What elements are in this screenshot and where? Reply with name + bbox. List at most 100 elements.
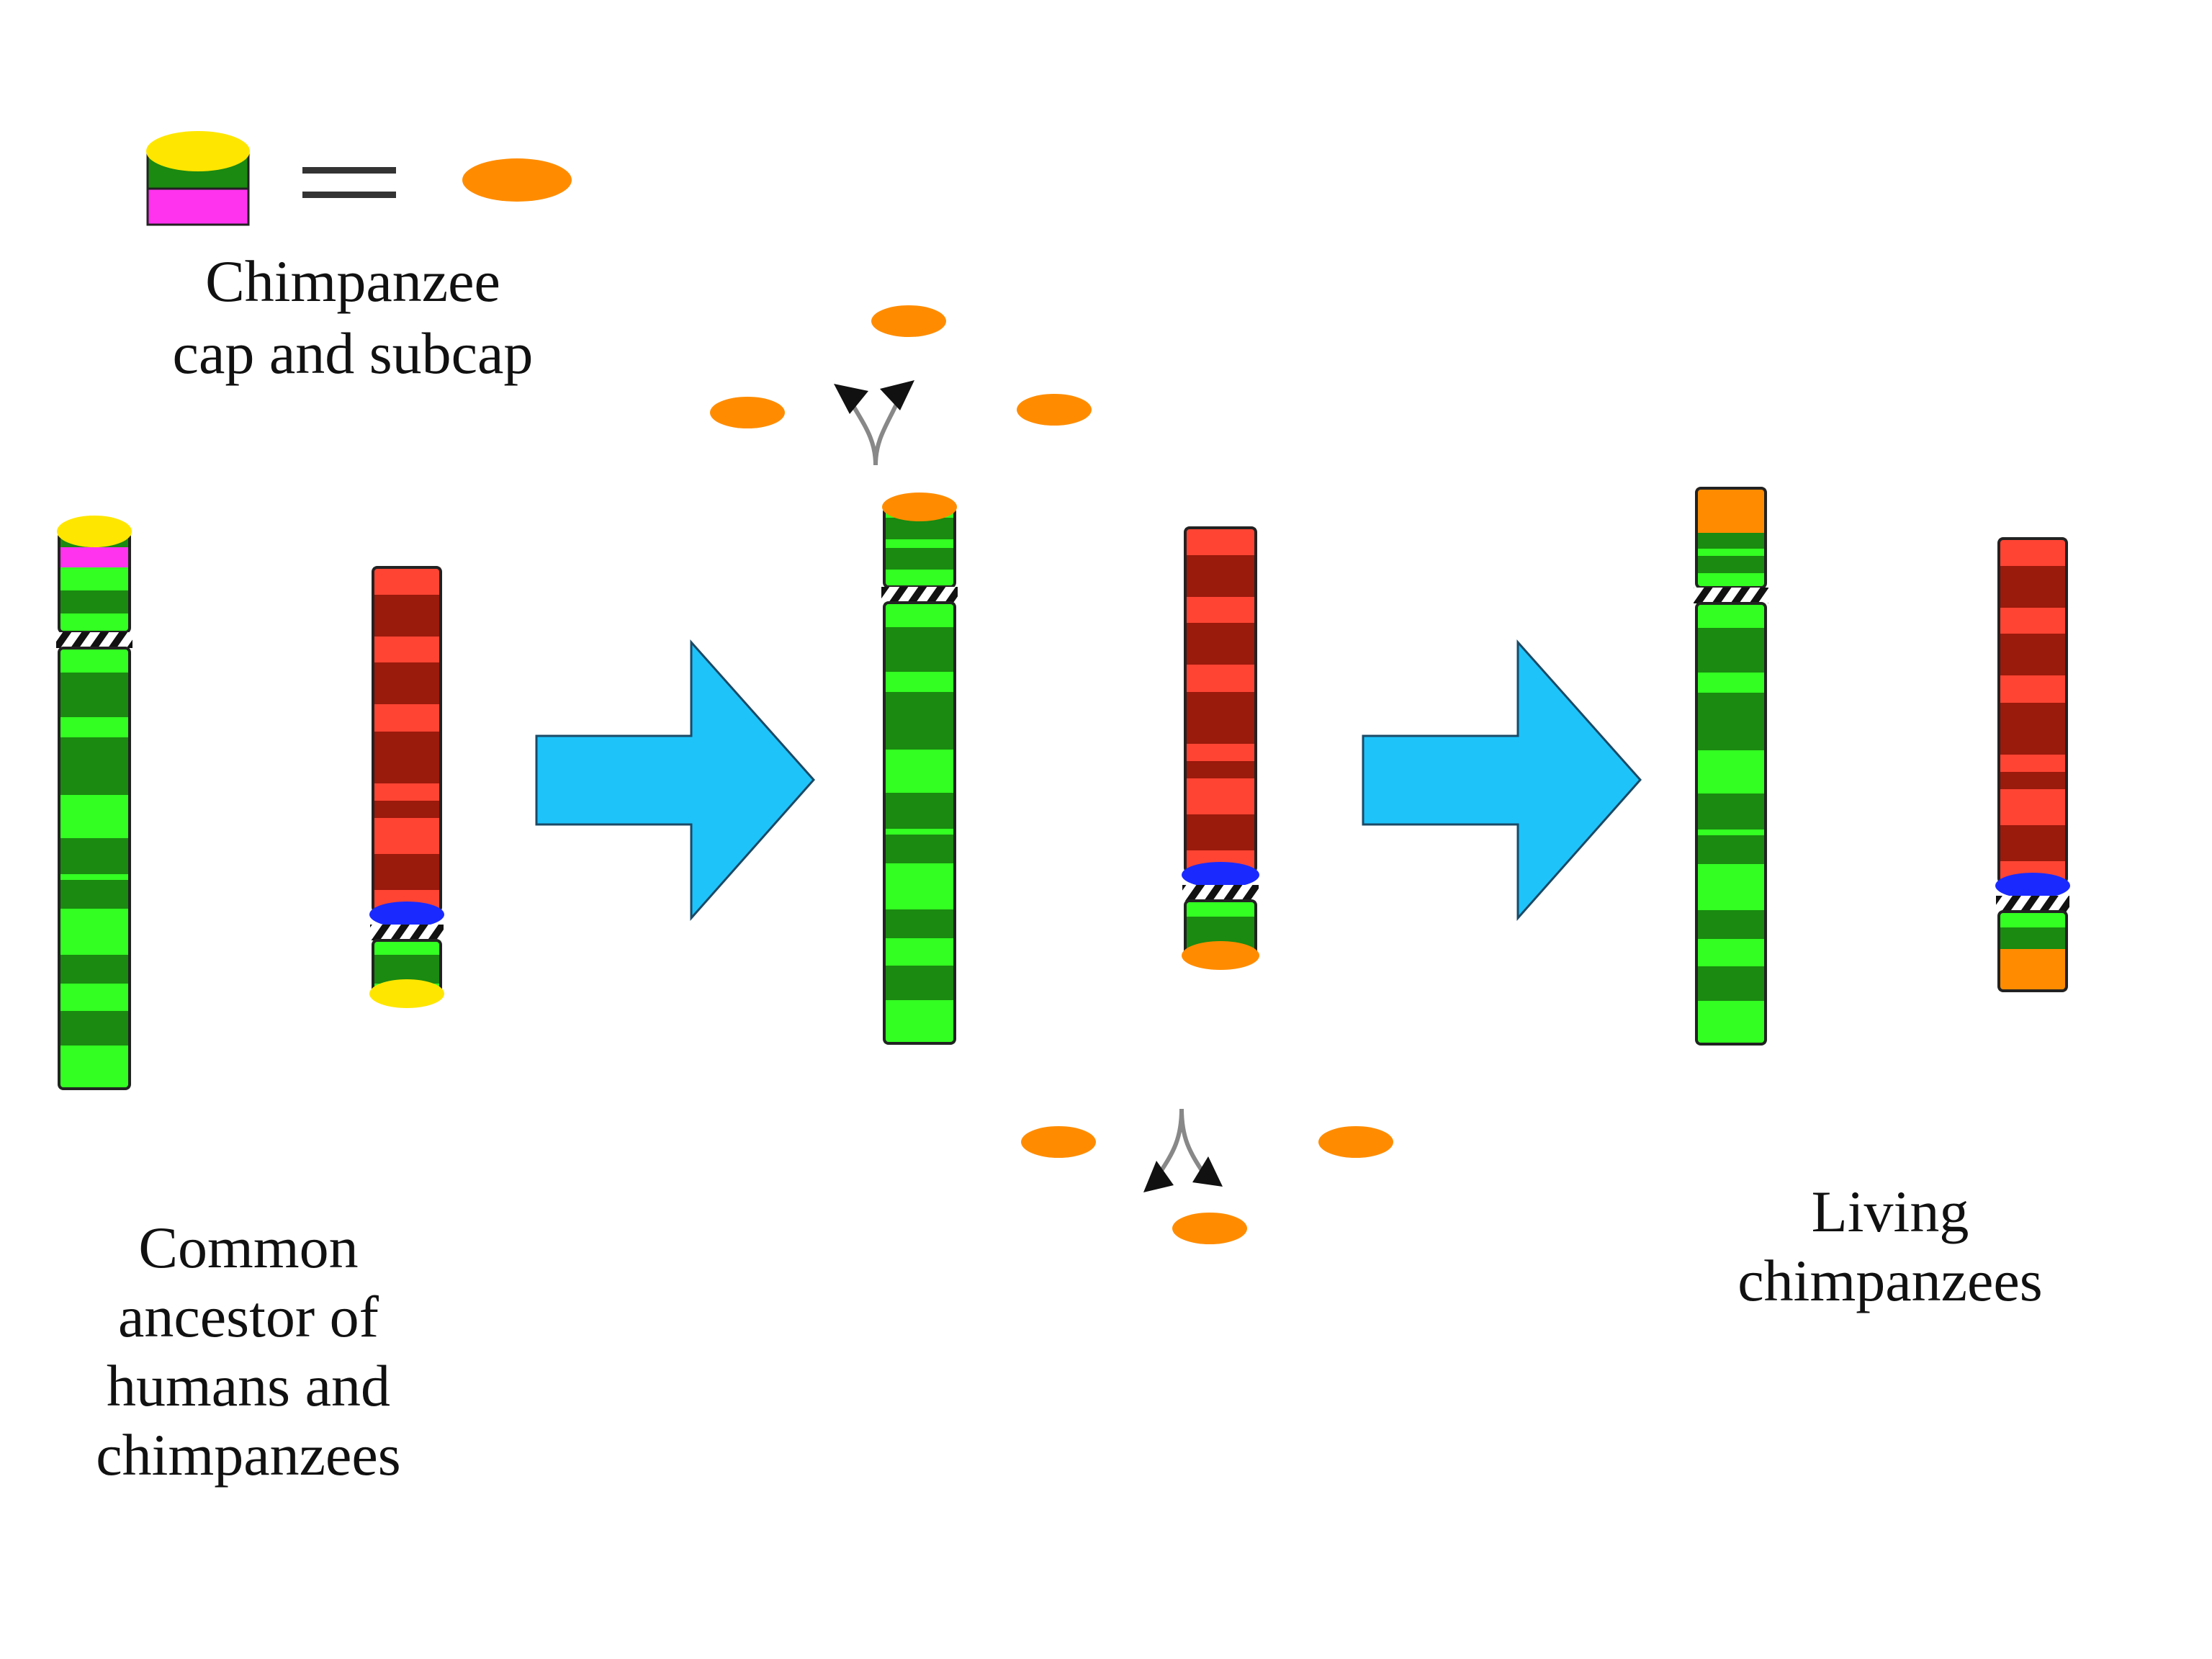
living-label: Living chimpanzees <box>1737 1179 2042 1313</box>
chromosome-band <box>1696 793 1766 830</box>
orange-cap-icon <box>1172 1213 1247 1244</box>
yellow-cap-icon <box>57 516 132 547</box>
chromosome-band <box>1185 692 1256 744</box>
chromosome-band <box>1696 939 1766 966</box>
chromosome-band <box>1185 901 1256 917</box>
chromosome-band <box>59 673 130 717</box>
chromosome-band <box>59 880 130 909</box>
chromosome-band <box>1185 528 1256 555</box>
chromosome-band <box>1999 927 2067 949</box>
short-arm <box>1997 910 2068 992</box>
chromosome-band <box>1696 549 1766 556</box>
ancestor-label-line: ancestor of <box>118 1284 379 1349</box>
legend-label-line-2: cap and subcap <box>173 320 534 386</box>
chromosome-band <box>1696 835 1766 864</box>
living-label-line: chimpanzees <box>1737 1248 2042 1313</box>
chromosome-band <box>59 1011 130 1046</box>
chromosome-band <box>373 704 441 732</box>
chromosome-band <box>884 909 955 938</box>
chromosome-band <box>884 829 955 835</box>
chromosome-band <box>59 547 130 567</box>
chromosome-band <box>884 672 955 692</box>
legend-label-line-1: Chimpanzee <box>205 248 500 314</box>
centromere-icon <box>1694 588 1768 603</box>
blue-centromere-icon <box>369 902 444 927</box>
chromosome-band <box>1696 488 1766 533</box>
chromosome-band <box>884 1000 955 1043</box>
chromosome-band <box>1696 966 1766 1001</box>
chromosome-band <box>1999 539 2067 566</box>
yellow-cap-icon <box>369 979 444 1008</box>
chromosome-band <box>884 548 955 570</box>
chromosome-band <box>1696 910 1766 939</box>
chromosome-band <box>884 793 955 829</box>
chromosome-band <box>1696 750 1766 793</box>
chromosome-band <box>1185 814 1256 850</box>
chromosome-ancestor-red <box>369 566 444 1008</box>
ancestor-label-line: humans and <box>107 1353 390 1419</box>
chromosome-band <box>1185 597 1256 623</box>
chromosome-band <box>373 783 441 801</box>
chromosome-band <box>373 818 441 854</box>
chromosome-band <box>1185 761 1256 778</box>
chromosome-band <box>1185 665 1256 692</box>
chromosome-band <box>59 795 130 838</box>
long-arm <box>1695 602 1767 1046</box>
chromosome-band <box>884 539 955 548</box>
chromosome-band <box>1696 556 1766 573</box>
legend-cap-subcap-icon <box>146 131 250 226</box>
chromosome-band <box>884 938 955 966</box>
arrowhead-icon <box>880 380 914 410</box>
arrowhead-icon <box>834 384 868 414</box>
long-arm <box>883 601 956 1045</box>
chromosome-band <box>59 955 130 984</box>
dispersed-caps-top <box>710 305 1092 466</box>
stage-arrow-1-icon <box>535 639 816 921</box>
chromosome-band <box>884 603 955 627</box>
chromosome-band <box>1999 703 2067 755</box>
legend: Chimpanzee cap and subcap <box>146 131 572 386</box>
arrowhead-icon <box>1192 1156 1223 1187</box>
chromosome-band <box>1999 608 2067 634</box>
chromosome-band <box>1999 825 2067 861</box>
chromosome-band <box>1696 628 1766 673</box>
chromosome-band <box>1999 912 2067 927</box>
ancestor-label: Common ancestor of humans and chimpanzee… <box>96 1215 400 1488</box>
chromosome-band <box>884 966 955 1000</box>
long-arm <box>372 566 442 913</box>
chromosome-band <box>884 750 955 793</box>
chromosome-band <box>1696 573 1766 588</box>
chromosome-outline <box>58 647 131 1090</box>
equals-sign-icon <box>302 167 396 198</box>
chromosome-band <box>1696 533 1766 549</box>
chromosome-band <box>59 737 130 795</box>
short-arm <box>58 531 131 634</box>
chromosome-band <box>1999 675 2067 703</box>
orange-cap-icon <box>882 493 957 521</box>
chromosome-band <box>59 567 130 590</box>
chromosome-band <box>1999 772 2067 789</box>
chromosome-living-green <box>1694 487 1768 1046</box>
chromosome-band <box>373 595 441 637</box>
split-arrow-up-icon <box>848 398 901 466</box>
orange-cap-icon <box>1017 394 1092 426</box>
centromere-icon <box>1182 885 1259 901</box>
chromosome-band <box>1696 603 1766 628</box>
chromosome-band <box>373 662 441 704</box>
chromosome-living-red <box>1995 537 2070 992</box>
split-arrow-down-icon <box>1157 1108 1206 1175</box>
orange-cap-icon <box>462 158 572 202</box>
chromosome-band <box>59 909 130 955</box>
chromosome-band <box>373 940 441 955</box>
chromosome-band <box>1185 623 1256 665</box>
arrowhead-icon <box>1143 1161 1174 1192</box>
chromosome-outline <box>1997 910 2068 992</box>
chromosome-band <box>59 590 130 613</box>
chromosome-band <box>59 1046 130 1089</box>
chromosome-band <box>884 627 955 672</box>
chromosome-outline <box>883 601 956 1045</box>
chromosome-band <box>373 732 441 783</box>
chromosome-band <box>1696 830 1766 835</box>
chromosome-band <box>884 692 955 750</box>
